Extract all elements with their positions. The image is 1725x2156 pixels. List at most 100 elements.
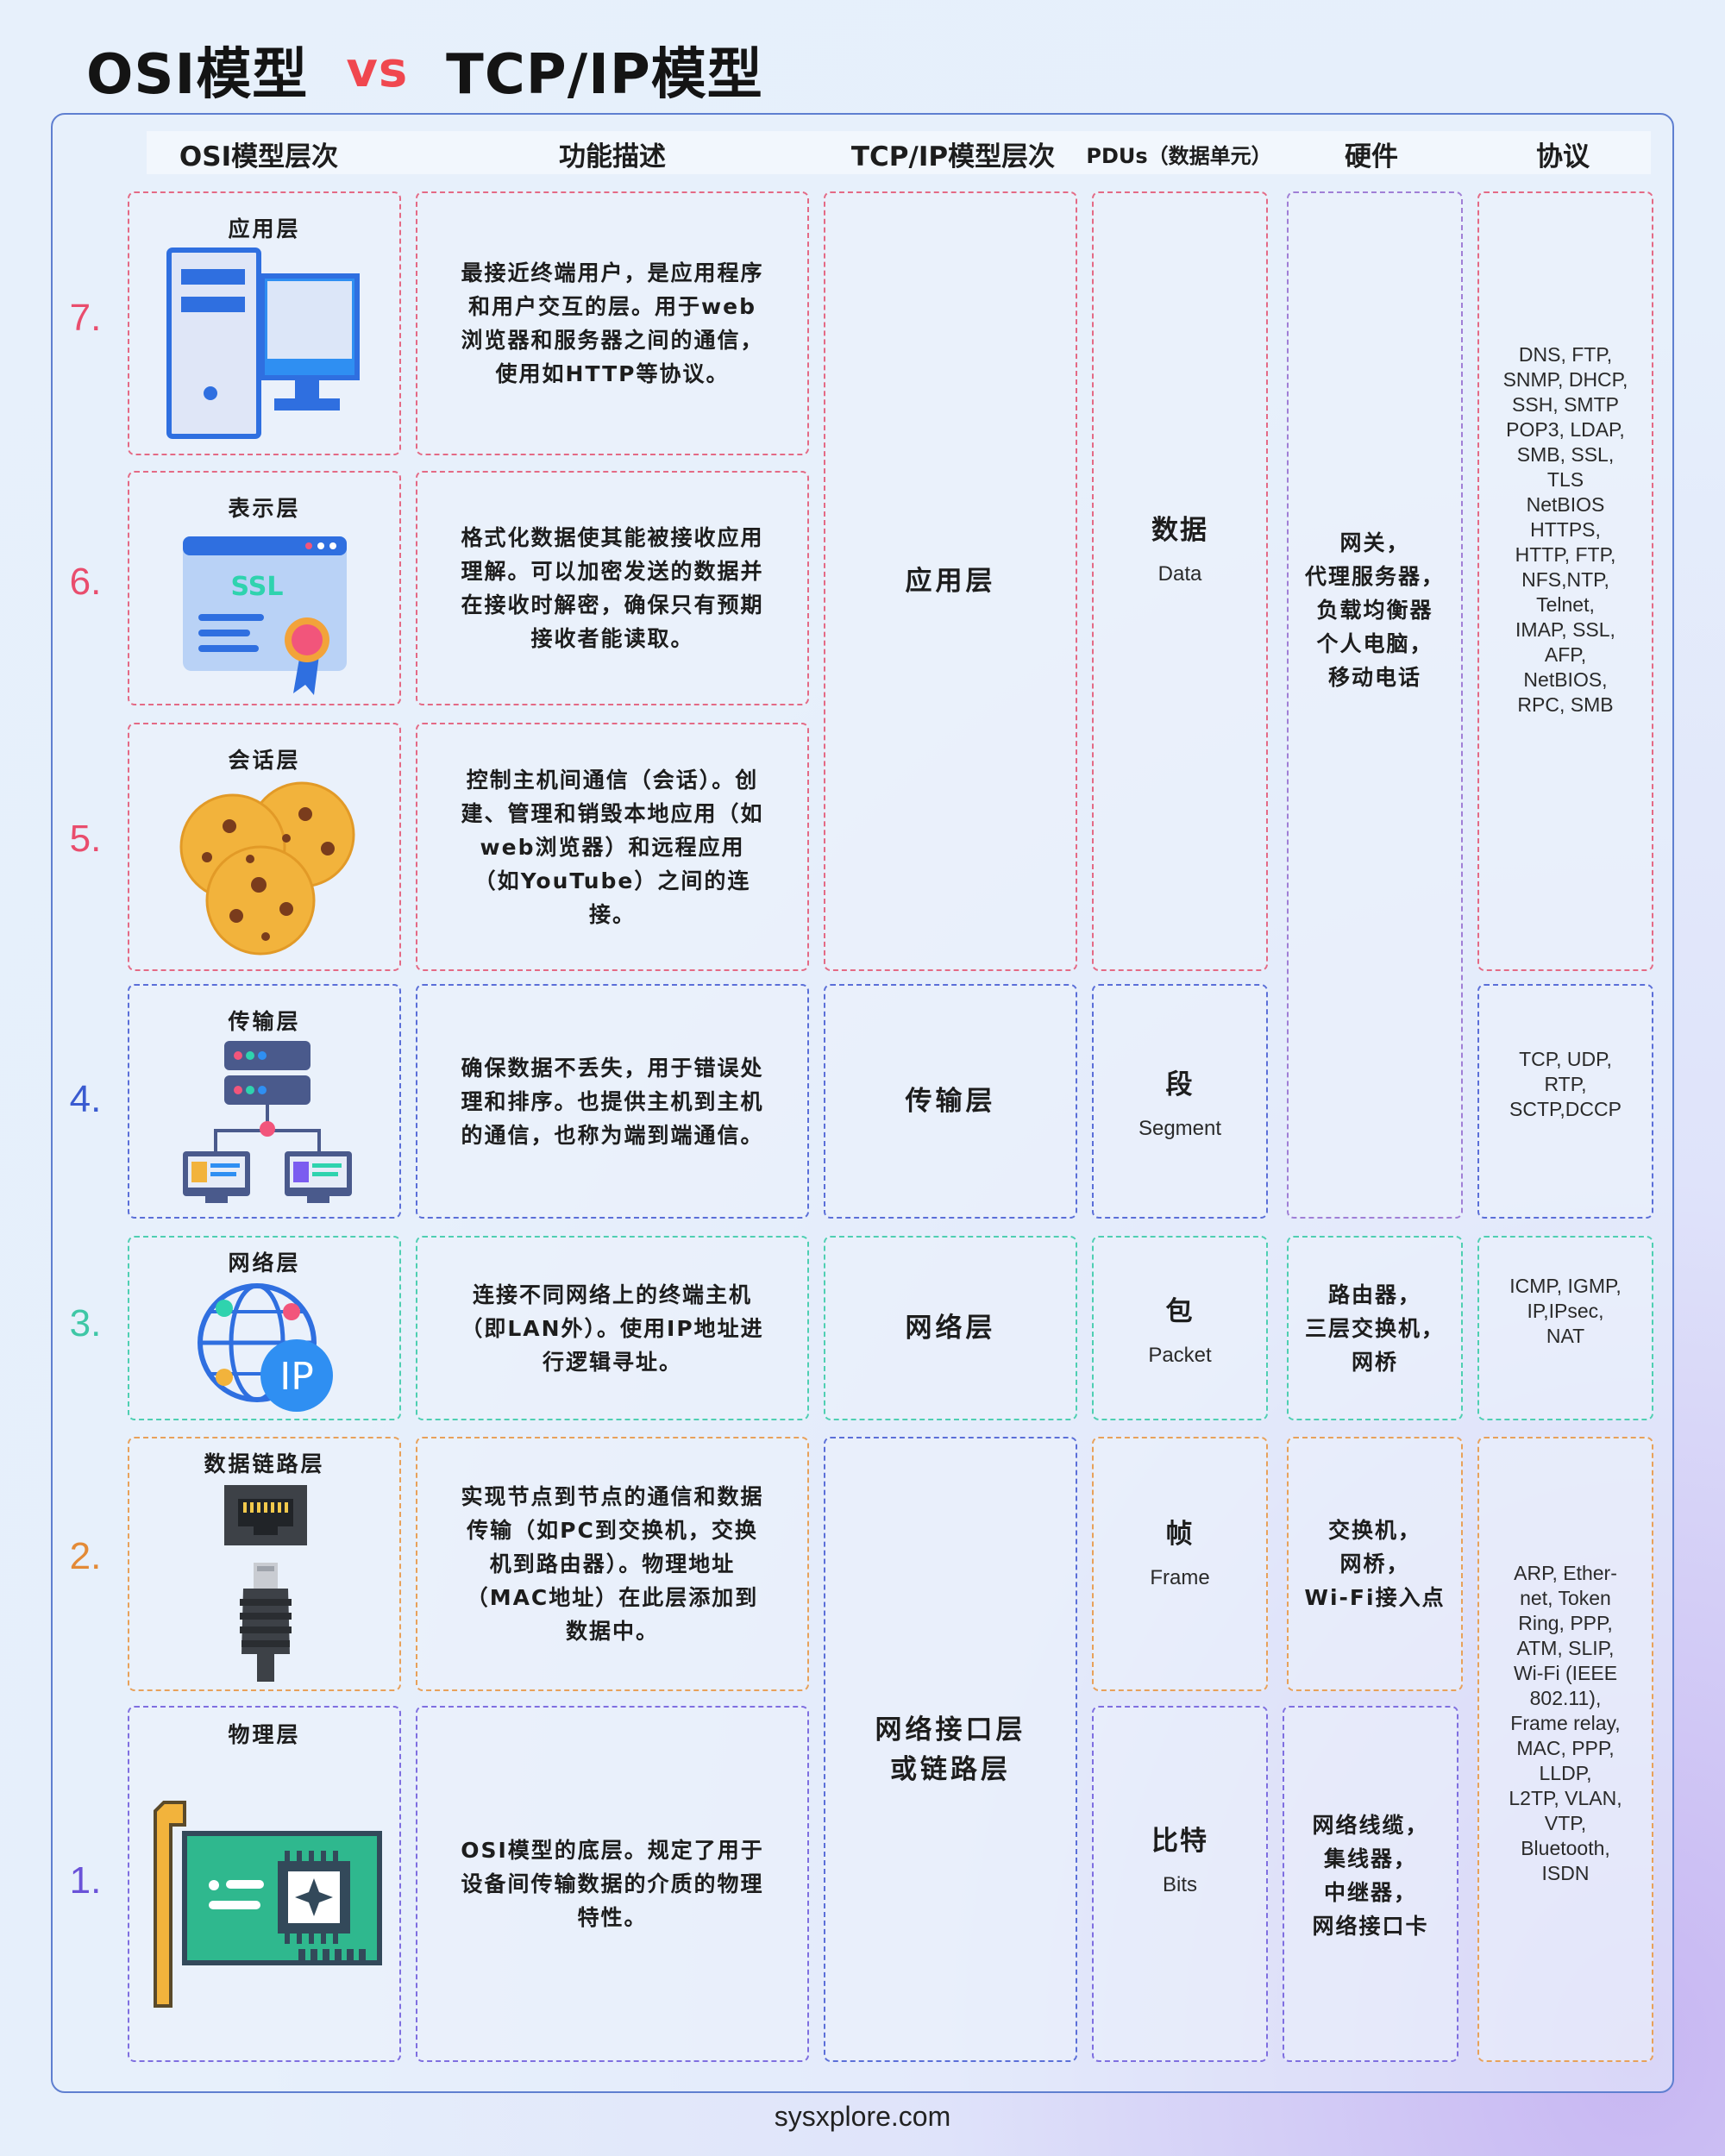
tcpip-label-line1: 网络接口层 <box>875 1714 1026 1745</box>
osi-layer-label: 物理层 <box>228 1722 301 1747</box>
osi-layer-label: 会话层 <box>228 748 301 773</box>
pdu-en: Frame <box>1150 1566 1210 1589</box>
proto-item: Ring, PPP, <box>1518 1612 1613 1634</box>
osi-layer-label: 表示层 <box>228 496 301 521</box>
proto-item: NetBIOS, <box>1523 667 1608 691</box>
footer-site[interactable]: sysxplore.com <box>774 2101 951 2132</box>
proto-item: RTP, <box>1544 1072 1587 1095</box>
proto-item: MAC, PPP, <box>1516 1737 1615 1759</box>
proto-item: TCP, UDP, <box>1519 1047 1612 1070</box>
pdu-data: 数据 Data <box>1092 191 1268 971</box>
hw-item: 集线器， <box>1323 1846 1417 1871</box>
proto-item: ARP, Ether- <box>1514 1562 1617 1584</box>
proto-item: HTTP, FTP, <box>1515 542 1616 566</box>
header-osi: OSI模型层次 <box>179 141 339 172</box>
proto-item: Bluetooth, <box>1521 1837 1610 1859</box>
hw-upper: 网关， 代理服务器， 负载均衡器 个人电脑， 移动电话 <box>1287 191 1463 1219</box>
hw-item: 网络接口卡 <box>1312 1913 1429 1939</box>
func-desc: 连接不同网络上的终端主机（即LAN外）。使用IP地址进行逻辑寻址。 <box>461 1282 764 1375</box>
func-transport: 确保数据不丢失，用于错误处理和排序。也提供主机到主机的通信，也称为端到端通信。 <box>416 984 809 1219</box>
header-hw: 硬件 <box>1345 141 1398 172</box>
hw-item: Wi-Fi接入点 <box>1304 1585 1446 1610</box>
tcpip-link: 网络接口层 或链路层 <box>824 1437 1077 2062</box>
header-strip <box>147 131 1651 174</box>
proto-item: Wi-Fi (IEEE <box>1513 1662 1618 1684</box>
header-pdu: PDUs（数据单元） <box>1086 143 1272 168</box>
cookie-icon <box>179 781 355 956</box>
pdu-bits: 比特 Bits <box>1092 1706 1268 2062</box>
proto-item: ISDN <box>1541 1862 1590 1884</box>
osi-layer-physical: 物理层 <box>128 1706 401 2062</box>
ethernet-cable-icon <box>224 1485 307 1682</box>
proto-item: SNMP, DHCP, <box>1502 367 1628 391</box>
layer-number-6: 6. <box>69 561 102 603</box>
hw-item: 网桥， <box>1339 1551 1410 1576</box>
proto-item: AFP, <box>1544 642 1587 666</box>
osi-layer-presentation: 表示层 SSL <box>128 471 401 705</box>
layer-number-7: 7. <box>69 297 102 339</box>
layer-number-1: 1. <box>69 1859 102 1902</box>
hw-item: 移动电话 <box>1327 665 1421 690</box>
proto-item: Frame relay, <box>1510 1712 1621 1734</box>
header-proto: 协议 <box>1536 141 1590 172</box>
hw-item: 交换机， <box>1327 1518 1421 1543</box>
pdu-cn: 段 <box>1165 1069 1195 1100</box>
proto-item: DNS, FTP, <box>1518 342 1613 366</box>
proto-transport: TCP, UDP, RTP, SCTP,DCCP <box>1477 984 1653 1219</box>
hw-network: 路由器， 三层交换机， 网桥 <box>1287 1236 1463 1420</box>
proto-item: NFS,NTP, <box>1521 567 1609 591</box>
osi-layer-label: 数据链路层 <box>204 1451 325 1476</box>
pdu-frame: 帧 Frame <box>1092 1437 1268 1691</box>
layer-number-5: 5. <box>69 818 102 860</box>
ssl-badge: SSL <box>231 572 284 602</box>
proto-item: L2TP, VLAN, <box>1509 1787 1622 1809</box>
proto-upper: DNS, FTP, SNMP, DHCP, SSH, SMTP POP3, LD… <box>1477 191 1653 971</box>
tcpip-label: 传输层 <box>905 1086 996 1117</box>
layer-number-2: 2. <box>69 1535 102 1577</box>
proto-item: IMAP, SSL, <box>1515 617 1615 641</box>
osi-layer-datalink: 数据链路层 <box>128 1437 401 1691</box>
func-desc: 控制主机间通信（会话）。创建、管理和销毁本地应用（如web浏览器）和远程应用（如… <box>461 767 764 927</box>
pdu-en: Bits <box>1162 1873 1197 1896</box>
proto-item: TLS <box>1546 467 1584 491</box>
computer-icon <box>166 248 360 439</box>
network-card-icon <box>154 1801 382 2008</box>
osi-layer-network: 网络层 IP <box>128 1236 401 1420</box>
osi-layer-label: 应用层 <box>228 216 301 241</box>
func-application: 最接近终端用户，是应用程序和用户交互的层。用于web浏览器和服务器之间的通信，使… <box>416 191 809 455</box>
func-desc: 确保数据不丢失，用于错误处理和排序。也提供主机到主机的通信，也称为端到端通信。 <box>461 1055 764 1148</box>
tcpip-label: 网络层 <box>905 1313 996 1344</box>
osi-layer-transport: 传输层 <box>128 984 401 1219</box>
func-datalink: 实现节点到节点的通信和数据传输（如PC到交换机，交换机到路由器）。物理地址（MA… <box>416 1437 809 1691</box>
hw-item: 网桥 <box>1351 1349 1398 1375</box>
pdu-en: Data <box>1157 561 1202 586</box>
layer-number-3: 3. <box>69 1302 102 1344</box>
osi-layer-session: 会话层 <box>128 723 401 971</box>
proto-item: SMB, SSL, <box>1516 442 1615 466</box>
ip-badge: IP <box>279 1355 314 1399</box>
title-vs: vs <box>346 41 409 98</box>
func-desc: 最接近终端用户，是应用程序和用户交互的层。用于web浏览器和服务器之间的通信，使… <box>461 260 764 386</box>
proto-item: VTP, <box>1544 1812 1587 1834</box>
osi-layer-label: 传输层 <box>228 1009 301 1034</box>
proto-item: SCTP,DCCP <box>1509 1097 1622 1120</box>
pdu-en: Segment <box>1138 1116 1222 1140</box>
hw-item: 网络线缆， <box>1312 1812 1429 1838</box>
hw-item: 代理服务器， <box>1304 564 1445 589</box>
proto-item: ICMP, IGMP, <box>1509 1275 1622 1297</box>
layer-number-4: 4. <box>69 1078 102 1120</box>
proto-item: IP,IPsec, <box>1527 1300 1604 1322</box>
proto-item: ATM, SLIP, <box>1516 1637 1615 1659</box>
ssl-certificate-icon: SSL <box>183 536 347 695</box>
proto-item: SSH, SMTP <box>1512 392 1619 416</box>
func-desc: 格式化数据使其能被接收应用理解。可以加密发送的数据并在接收时解密，确保只有预期接… <box>461 525 764 651</box>
func-desc: 实现节点到节点的通信和数据传输（如PC到交换机，交换机到路由器）。物理地址（MA… <box>461 1484 764 1644</box>
tcpip-label: 应用层 <box>905 566 996 597</box>
pdu-cn: 数据 <box>1151 514 1208 546</box>
hw-item: 中继器， <box>1323 1879 1417 1905</box>
title-osi: OSI模型 <box>86 43 309 107</box>
pdu-cn: 帧 <box>1165 1519 1195 1550</box>
proto-network: ICMP, IGMP, IP,IPsec, NAT <box>1477 1236 1653 1420</box>
header-tcpip: TCP/IP模型层次 <box>850 141 1056 172</box>
page-title: OSI模型 vs TCP/IP模型 <box>86 22 763 117</box>
